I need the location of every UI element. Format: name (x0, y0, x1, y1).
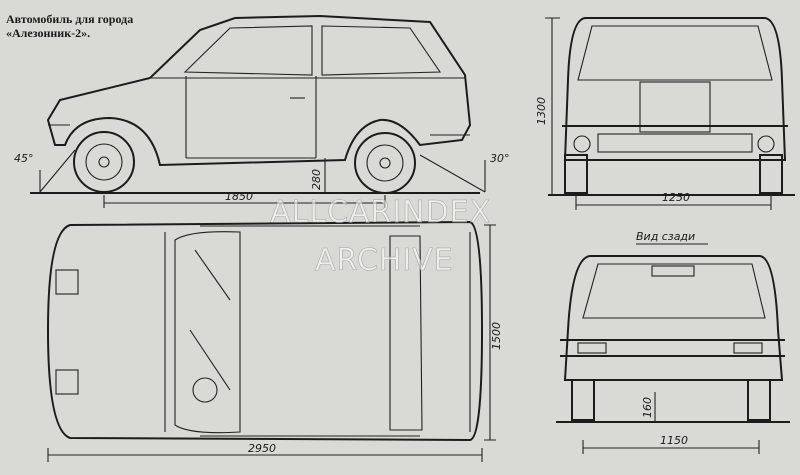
width-label: 1500 (490, 322, 503, 350)
length-label: 2950 (248, 442, 276, 455)
watermark: ALLCARINDEX ARCHIVE (270, 195, 491, 279)
watermark-line-1: ALLCARINDEX (270, 195, 491, 230)
wheelbase-label: 1850 (225, 190, 253, 203)
watermark-line-2: ARCHIVE (315, 243, 454, 278)
title-line-2: «Алезонник-2». (6, 26, 91, 40)
rear-angle-label: 30° (490, 152, 510, 165)
side-view: 45° 30° 1850 280 (14, 14, 510, 208)
rear-track-label: 1150 (660, 434, 688, 447)
rear-view-label: Вид сзади (636, 230, 695, 243)
front-angle-label: 45° (14, 152, 34, 165)
height-label: 1300 (535, 97, 548, 125)
rear-clearance-label: 160 (641, 397, 654, 418)
top-view: 1500 2950 (46, 220, 503, 462)
drawing-title: Автомобиль для города «Алезонник-2». (6, 12, 133, 40)
rear-view: Вид сзади 160 1150 (556, 230, 790, 454)
front-wheel (73, 131, 135, 193)
front-view: 1300 1250 (535, 17, 795, 210)
front-track-label: 1250 (662, 191, 690, 204)
title-line-1: Автомобиль для города (6, 12, 134, 26)
rear-wheel (354, 132, 416, 194)
clearance-label: 280 (310, 169, 323, 190)
